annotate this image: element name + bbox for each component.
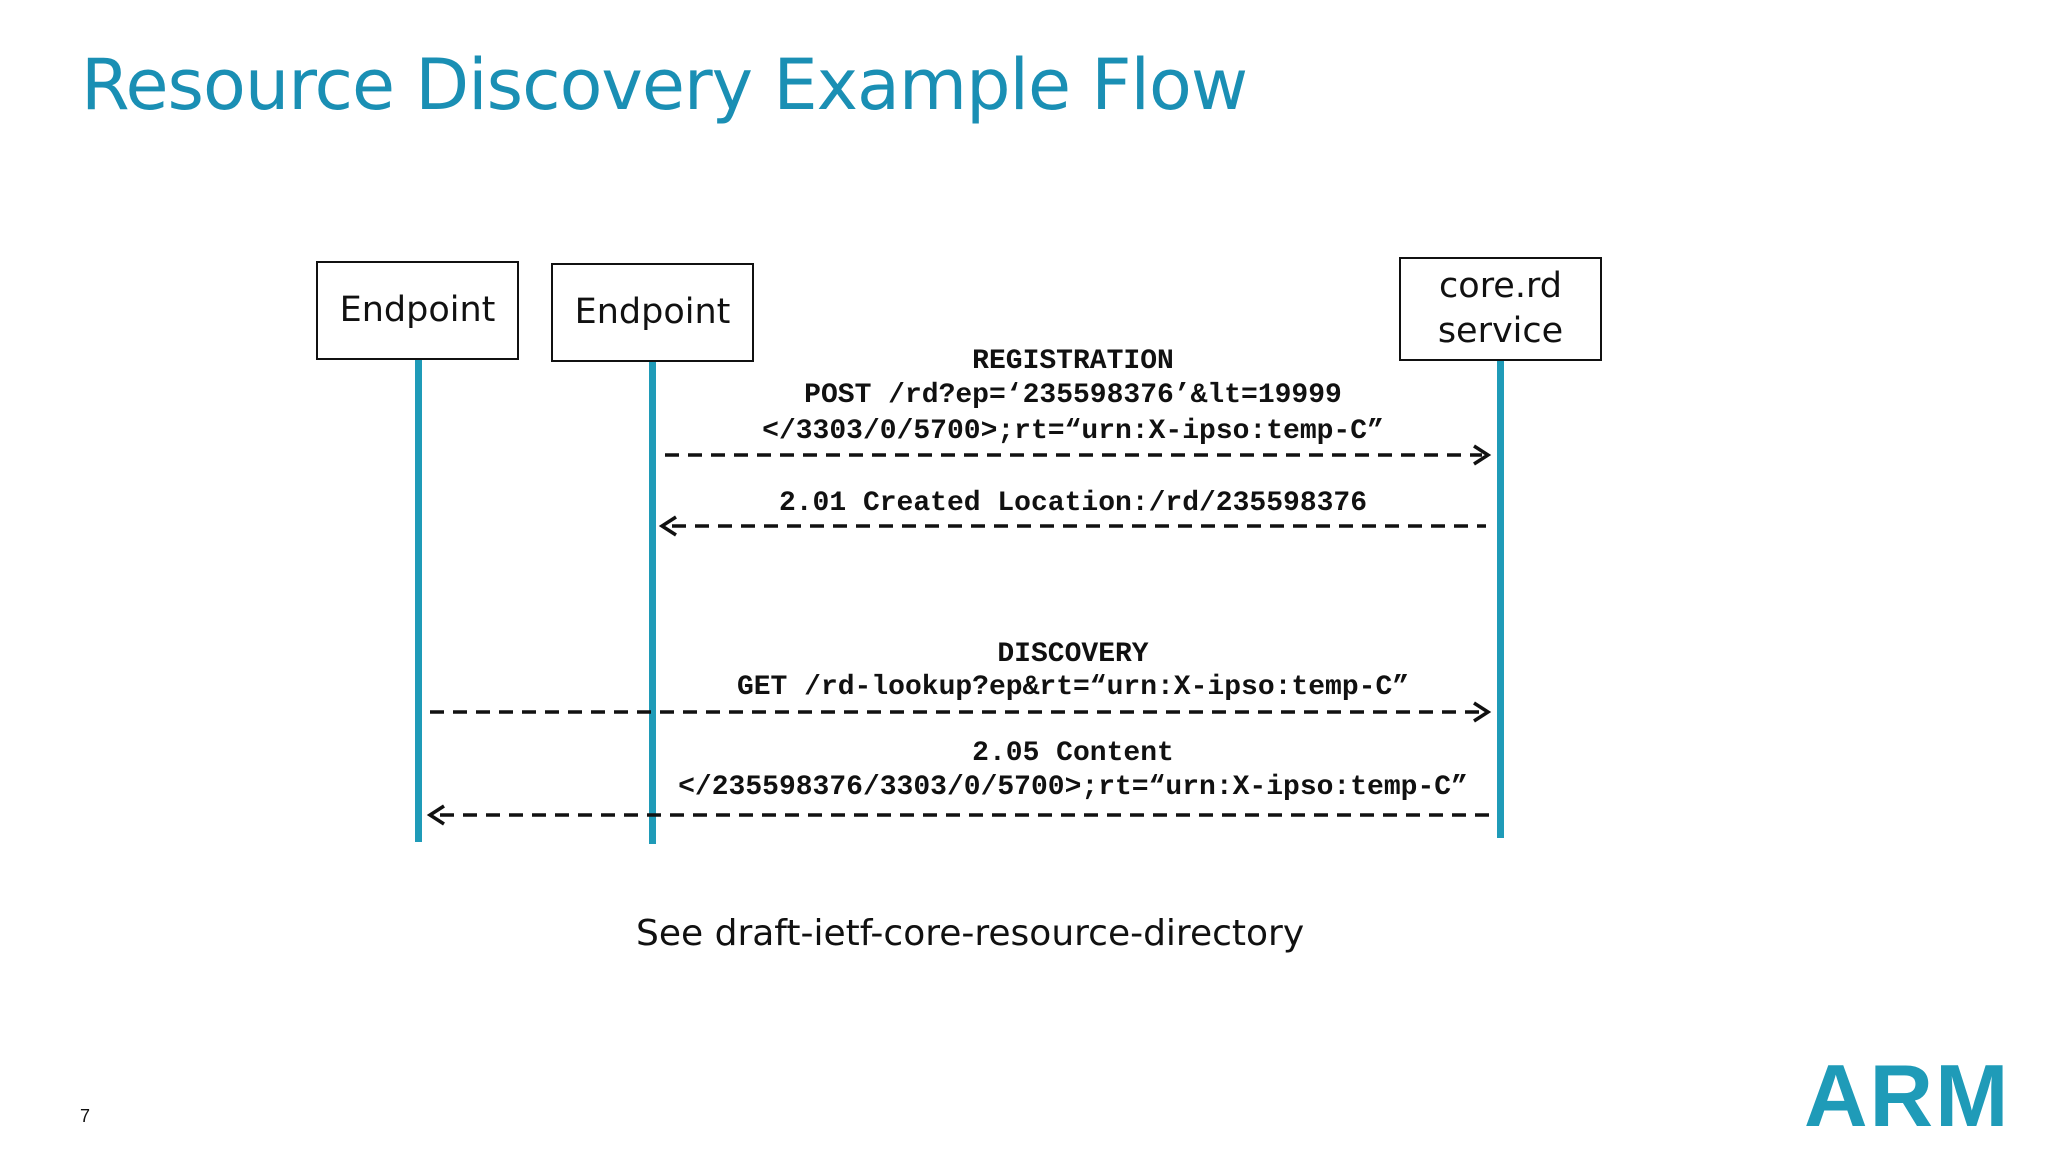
discovery-heading: DISCOVERY [997,639,1149,670]
content-response-arrowhead [426,804,445,826]
created-response-label: 2.01 Created Location:/rd/235598376 [778,488,1368,519]
registration-request-arrowhead [1473,444,1492,466]
participant-rd-service: core.rd service [1399,257,1602,361]
registration-heading: REGISTRATION [972,346,1174,377]
discovery-request-line-1: GET /rd-lookup?ep&rt=“urn:X-ipso:temp-C” [736,672,1410,703]
content-response-line-1: </235598376/3303/0/5700>;rt=“urn:X-ipso:… [678,772,1468,803]
content-response-heading: 2.05 Content [972,738,1174,769]
arm-logo: ARM [1804,1046,2011,1145]
lifeline-endpoint-2 [649,360,656,844]
registration-request-line-1: POST /rd?ep=‘235598376’&lt=19999 [804,380,1342,411]
participant-endpoint-2-label: Endpoint [574,292,731,332]
discovery-request-arrowhead [1473,701,1492,723]
participant-rd-service-label-2: service [1437,311,1564,351]
lifeline-endpoint-1 [415,360,422,842]
page-number: 7 [80,1106,91,1126]
participant-rd-service-label-1: core.rd [1439,266,1562,306]
lifeline-rd-service [1497,360,1504,838]
footnote-reference: See draft-ietf-core-resource-directory [636,913,1305,954]
participant-endpoint-2: Endpoint [551,263,754,362]
participant-endpoint-1-label: Endpoint [339,290,496,330]
participant-endpoint-1: Endpoint [316,261,519,360]
registration-request-line-2: </3303/0/5700>;rt=“urn:X-ipso:temp-C” [762,416,1384,447]
created-response-arrowhead [658,515,677,537]
slide-title: Resource Discovery Example Flow [81,44,1248,126]
